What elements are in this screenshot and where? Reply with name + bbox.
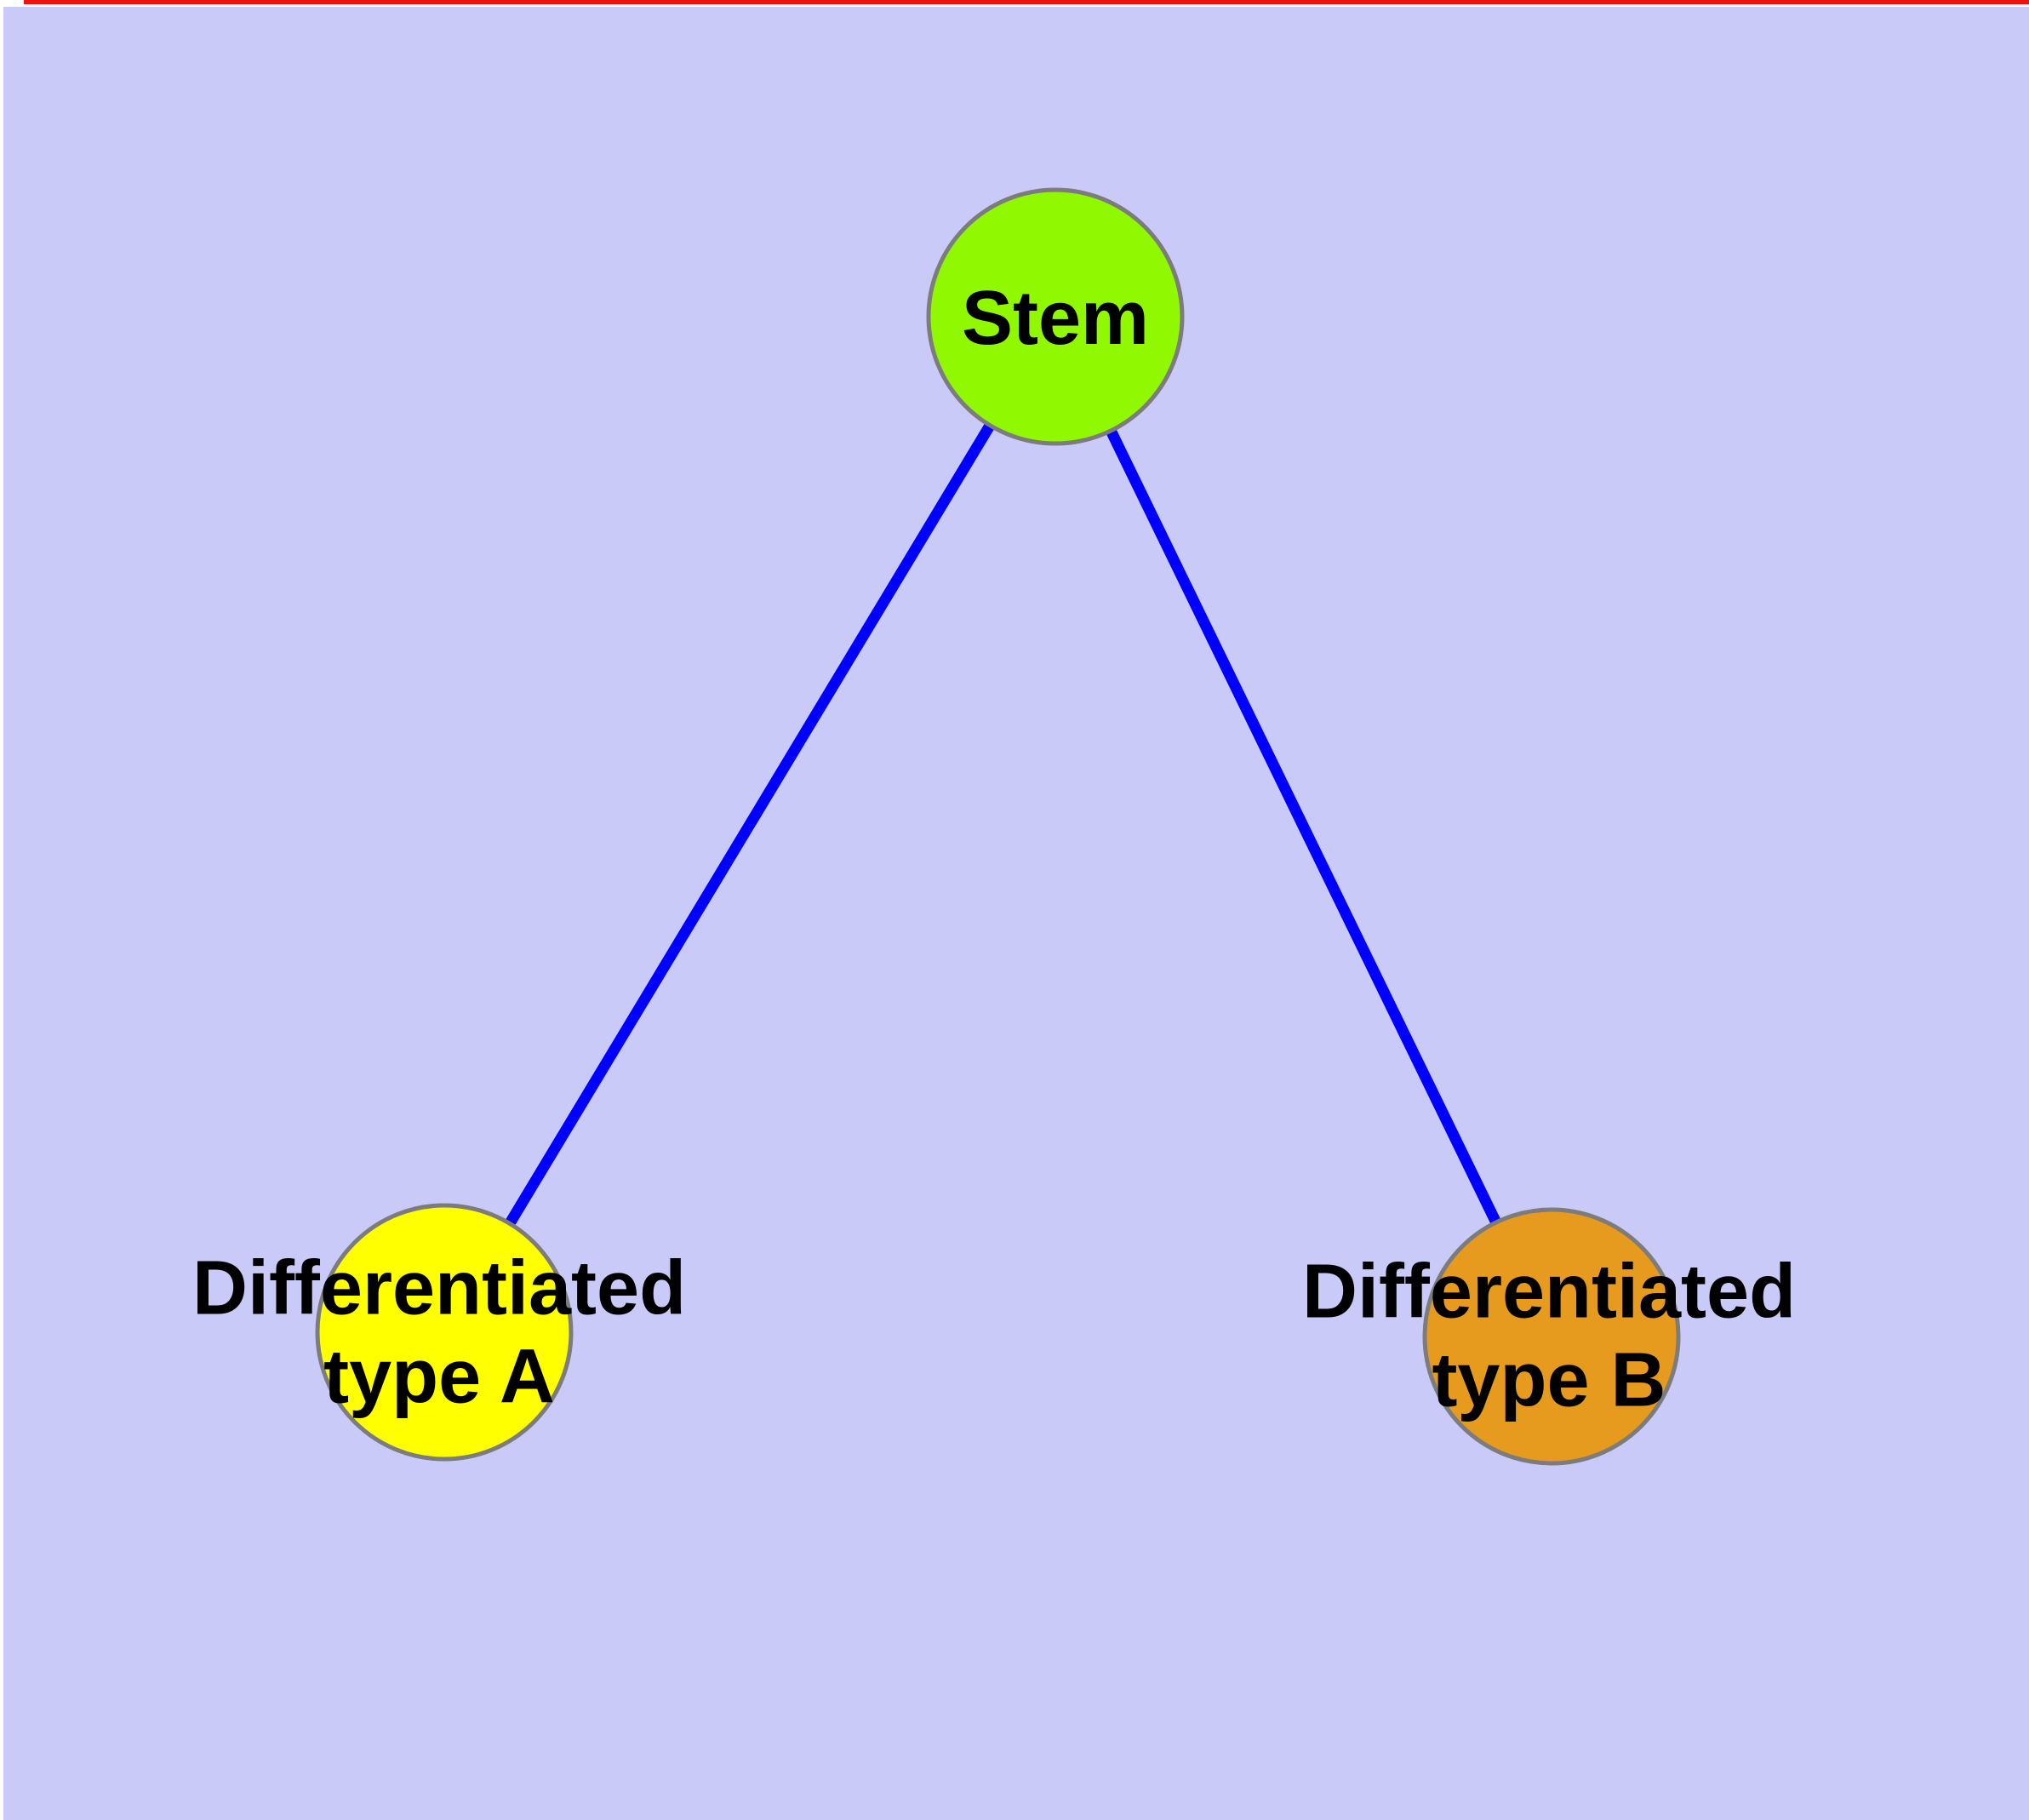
top-red-line: [24, 0, 2029, 4]
edge-stem-to-type-a[interactable]: [439, 313, 1060, 1336]
node-stem[interactable]: [926, 187, 1185, 446]
node-type-a[interactable]: [315, 1203, 574, 1462]
node-type-b[interactable]: [1422, 1207, 1681, 1466]
edge-stem-to-type-b[interactable]: [1050, 314, 1557, 1339]
